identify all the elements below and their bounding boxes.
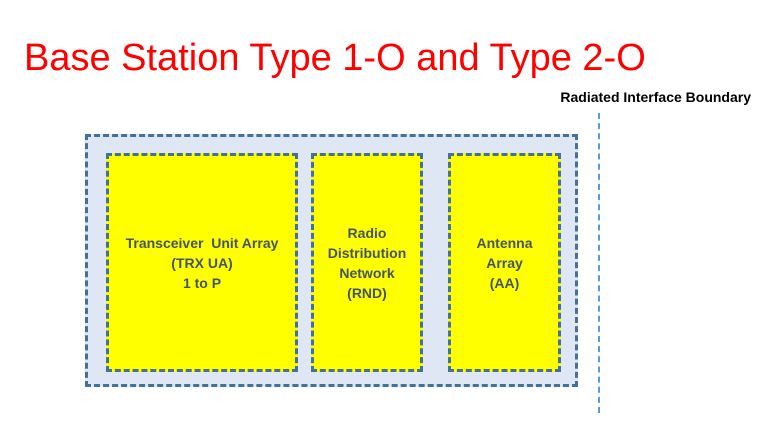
block-antenna-array: Antenna Array (AA) [448,153,561,372]
page-title: Base Station Type 1-O and Type 2-O [24,37,646,80]
block-radio-distribution-network: Radio Distribution Network (RND) [311,153,423,372]
radiated-interface-boundary-line [598,113,600,413]
block-transceiver-unit-array: Transceiver Unit Array (TRX UA) 1 to P [106,153,298,372]
radiated-interface-boundary-label: Radiated Interface Boundary [560,89,751,105]
